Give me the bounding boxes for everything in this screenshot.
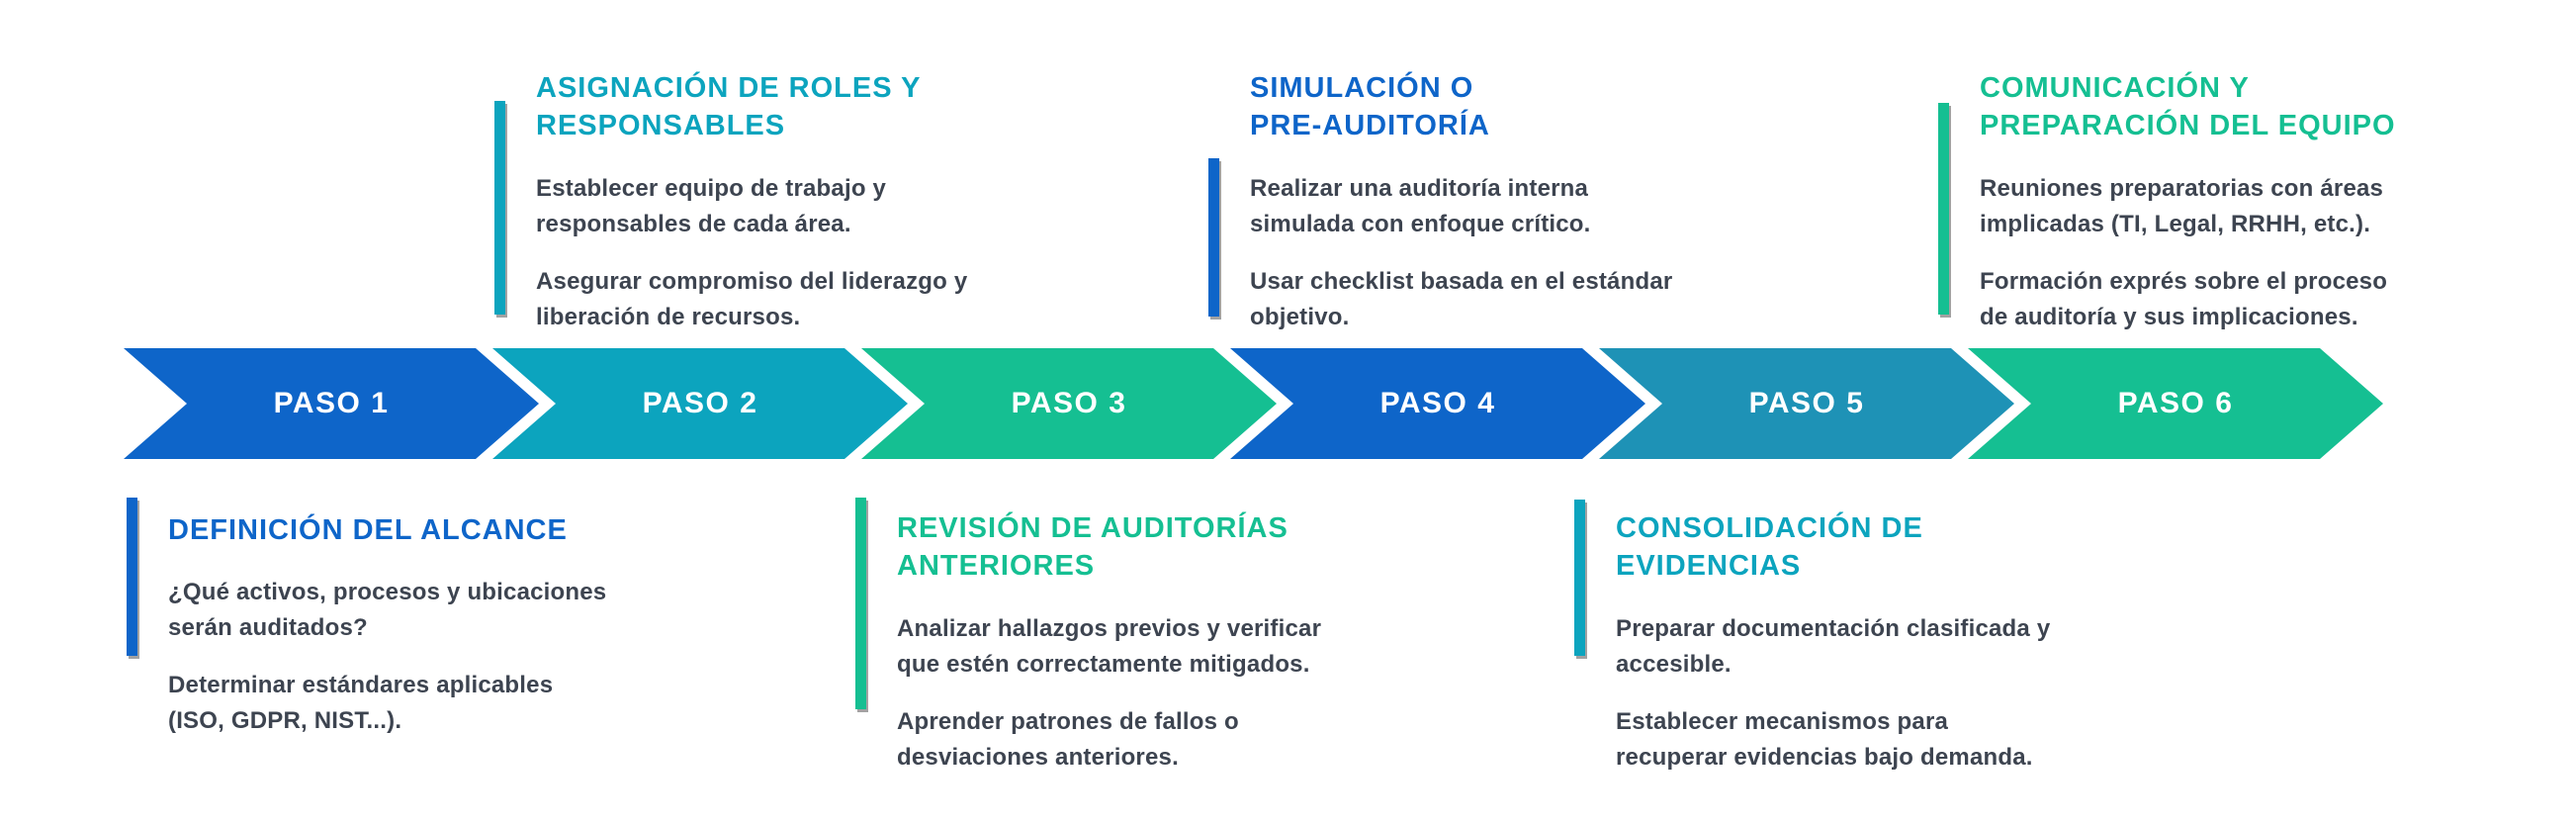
block-title: REVISIÓN DE AUDITORÍAS ANTERIORES [897,512,1288,583]
block-paragraph: Preparar documentación clasificada y acc… [1616,614,2051,678]
step-label-paso-3: PASO 3 [1011,387,1127,419]
accent-bar [1208,158,1219,317]
block-revision-auditorias-anteriores: REVISIÓN DE AUDITORÍAS ANTERIORES Analiz… [855,498,1431,797]
step-arrow-paso-1: PASO 1 [124,348,539,459]
block-content: COMUNICACIÓN Y PREPARACIÓN DEL EQUIPO Re… [1980,69,2514,357]
block-content: SIMULACIÓN O PRE-AUDITORÍA Realizar una … [1250,69,1784,357]
block-content: REVISIÓN DE AUDITORÍAS ANTERIORES Analiz… [897,498,1431,797]
block-content: DEFINICIÓN DEL ALCANCE ¿Qué activos, pro… [168,498,702,761]
accent-bar [494,101,505,315]
block-asignacion-de-roles: ASIGNACIÓN DE ROLES Y RESPONSABLES Estab… [494,69,1070,357]
block-title: DEFINICIÓN DEL ALCANCE [168,514,568,546]
step-label-paso-5: PASO 5 [1748,387,1865,419]
accent-bar [1574,500,1585,656]
accent-bar [127,498,137,656]
step-arrow-paso-4: PASO 4 [1230,348,1645,459]
block-consolidacion-de-evidencias: CONSOLIDACIÓN DE EVIDENCIAS Preparar doc… [1574,498,2150,797]
block-simulacion-pre-auditoria: SIMULACIÓN O PRE-AUDITORÍA Realizar una … [1208,69,1784,357]
block-paragraph: Realizar una auditoría interna simulada … [1250,174,1591,237]
block-definicion-del-alcance: DEFINICIÓN DEL ALCANCE ¿Qué activos, pro… [127,498,702,761]
block-paragraph: Usar checklist basada en el estándar obj… [1250,267,1673,330]
step-arrow-paso-6: PASO 6 [1968,348,2383,459]
block-paragraph: Reuniones preparatorias con áreas implic… [1980,174,2384,237]
block-paragraph: Formación exprés sobre el proceso de aud… [1980,267,2388,330]
block-title: COMUNICACIÓN Y PREPARACIÓN DEL EQUIPO [1980,72,2396,142]
block-content: CONSOLIDACIÓN DE EVIDENCIAS Preparar doc… [1616,498,2150,797]
accent-bar [855,498,866,709]
step-arrow-paso-3: PASO 3 [861,348,1277,459]
block-content: ASIGNACIÓN DE ROLES Y RESPONSABLES Estab… [536,69,1070,357]
block-paragraph: Analizar hallazgos previos y verificar q… [897,614,1322,678]
accent-bar [1938,103,1949,315]
step-label-paso-4: PASO 4 [1379,387,1496,419]
block-comunicacion-preparacion-equipo: COMUNICACIÓN Y PREPARACIÓN DEL EQUIPO Re… [1938,69,2514,357]
block-paragraph: ¿Qué activos, procesos y ubicaciones ser… [168,579,607,642]
step-arrow-paso-2: PASO 2 [492,348,908,459]
block-title: CONSOLIDACIÓN DE EVIDENCIAS [1616,512,1923,583]
block-paragraph: Aprender patrones de fallos o desviacion… [897,707,1239,771]
step-label-paso-6: PASO 6 [2117,387,2234,419]
block-title: ASIGNACIÓN DE ROLES Y RESPONSABLES [536,72,922,142]
block-title: SIMULACIÓN O PRE-AUDITORÍA [1250,72,1490,142]
block-paragraph: Determinar estándares aplicables (ISO, G… [168,672,554,735]
step-label-paso-1: PASO 1 [273,387,390,419]
step-label-paso-2: PASO 2 [642,387,758,419]
block-paragraph: Establecer mecanismos para recuperar evi… [1616,707,2033,771]
block-paragraph: Asegurar compromiso del liderazgo y libe… [536,267,968,330]
process-steps-band: PASO 1 PASO 2 PASO 3 PASO 4 PASO 5 PASO … [124,348,2383,459]
block-paragraph: Establecer equipo de trabajo y responsab… [536,174,887,237]
step-arrow-paso-5: PASO 5 [1599,348,2014,459]
